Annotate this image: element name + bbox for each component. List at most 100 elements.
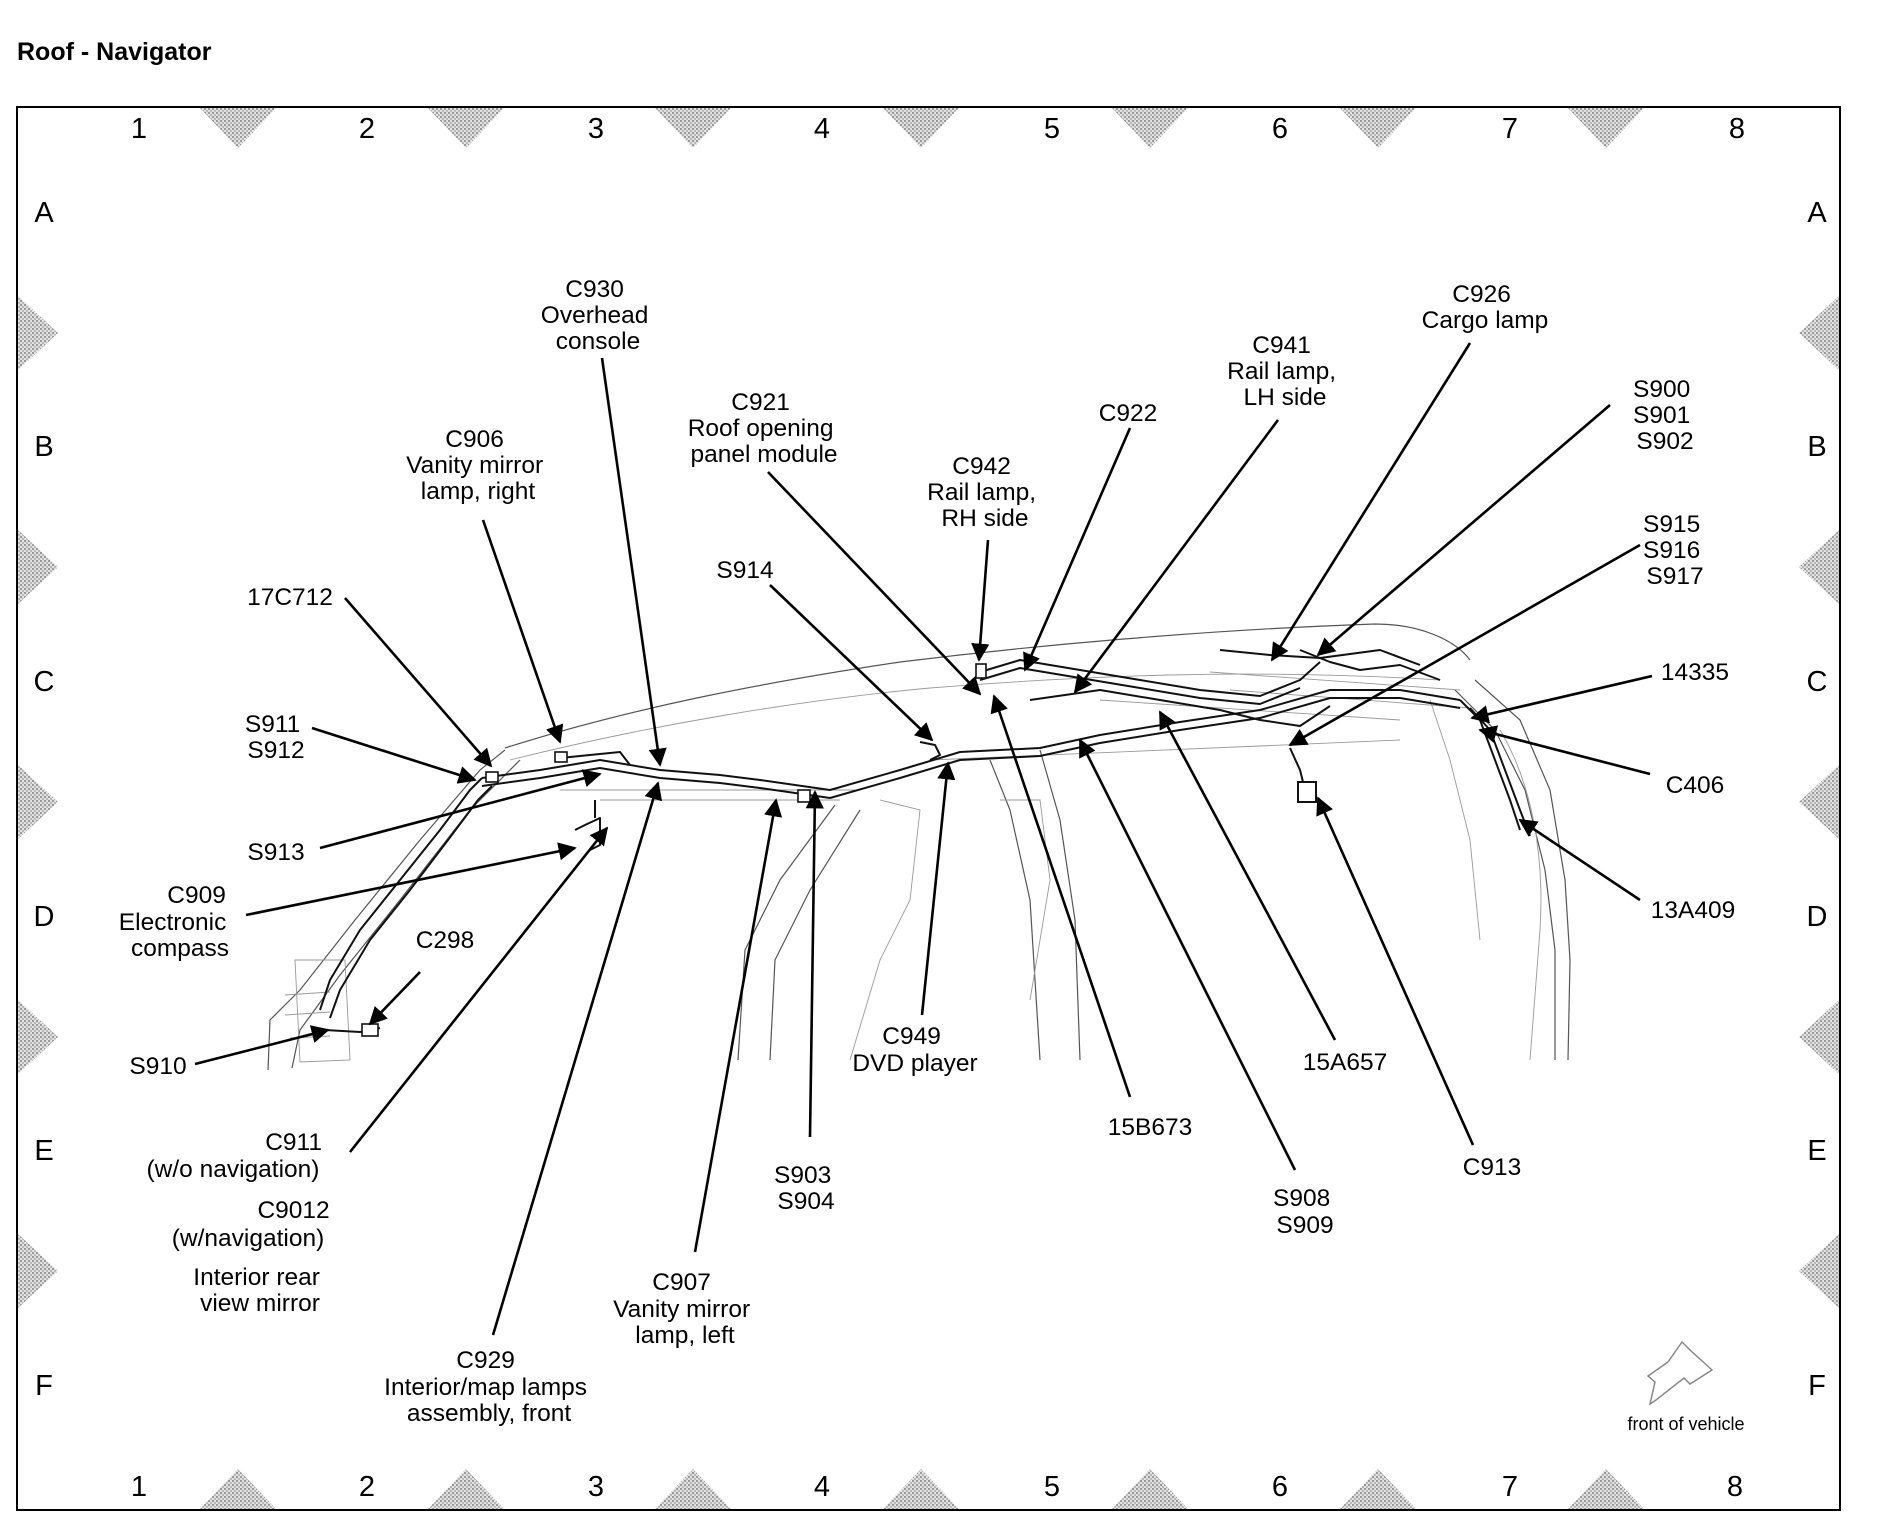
row-f-right: F bbox=[1808, 1370, 1826, 1402]
row-d-right: D bbox=[1807, 901, 1828, 933]
leader-s911 bbox=[311, 726, 477, 784]
label-c930: C930 Overhead console bbox=[541, 276, 655, 355]
column-labels-bottom: 1 2 3 4 5 6 7 8 bbox=[131, 1471, 1743, 1503]
diagram-frame bbox=[16, 106, 1841, 1511]
leader-c909 bbox=[245, 842, 577, 917]
leader-s913 bbox=[319, 769, 602, 850]
col-7-bottom: 7 bbox=[1502, 1471, 1518, 1503]
label-14335: 14335 bbox=[1661, 659, 1729, 686]
leader-s914 bbox=[769, 584, 934, 742]
col-4-bottom: 4 bbox=[814, 1471, 830, 1503]
leader-s900 bbox=[1316, 404, 1611, 657]
label-s911: S911 S912 bbox=[245, 711, 307, 764]
label-17c712: 17C712 bbox=[247, 584, 333, 611]
row-a-right: A bbox=[1807, 197, 1827, 229]
leader-c298 bbox=[368, 971, 421, 1026]
row-e-right: E bbox=[1807, 1135, 1826, 1167]
col-8-bottom: 8 bbox=[1727, 1471, 1743, 1503]
label-13a409: 13A409 bbox=[1651, 897, 1735, 924]
leader-c906 bbox=[481, 519, 564, 744]
label-c911: C911 (w/o navigation) bbox=[147, 1129, 329, 1183]
row-b-left: B bbox=[34, 431, 53, 463]
leader-c921 bbox=[767, 471, 982, 696]
label-c926: C926 Cargo lamp bbox=[1422, 281, 1549, 334]
front-of-vehicle-indicator: front of vehicle bbox=[1627, 1340, 1745, 1434]
leader-c941 bbox=[1073, 419, 1280, 694]
label-c913: C913 bbox=[1463, 1154, 1522, 1181]
page-title: Roof - Navigator bbox=[17, 38, 212, 66]
leader-c949 bbox=[920, 761, 956, 1016]
vehicle-roof-body bbox=[267, 623, 1571, 1071]
col-1-top: 1 bbox=[131, 113, 147, 145]
col-2-top: 2 bbox=[359, 113, 375, 145]
label-c929: C929 Interior/map lamps assembly, front bbox=[384, 1347, 594, 1427]
leader-s915 bbox=[1288, 543, 1641, 747]
col-2-bottom: 2 bbox=[359, 1471, 375, 1503]
leader-c942 bbox=[971, 539, 990, 662]
label-c941: C941 Rail lamp, LH side bbox=[1227, 332, 1343, 411]
label-c942: C942 Rail lamp, RH side bbox=[927, 453, 1043, 532]
row-labels-right: A B C D E F bbox=[1807, 197, 1828, 1402]
leader-c911 bbox=[348, 826, 609, 1153]
col-7-top: 7 bbox=[1502, 113, 1518, 145]
leader-c926 bbox=[1270, 342, 1472, 662]
leader-c922 bbox=[1023, 427, 1132, 672]
label-15b673: 15B673 bbox=[1108, 1114, 1192, 1141]
row-b-right: B bbox=[1807, 431, 1826, 463]
label-interior-rear-view-mirror: Interior rear view mirror bbox=[193, 1264, 326, 1317]
leader-c406 bbox=[1478, 725, 1651, 776]
leader-17c712 bbox=[344, 597, 493, 768]
col-6-bottom: 6 bbox=[1272, 1471, 1288, 1503]
row-labels-left: A B C D E F bbox=[34, 197, 55, 1402]
label-s908: S908 S909 bbox=[1273, 1185, 1337, 1239]
leader-s910 bbox=[194, 1025, 330, 1066]
leader-c929 bbox=[491, 781, 663, 1336]
label-c922: C922 bbox=[1099, 400, 1158, 427]
row-c-right: C bbox=[1807, 666, 1828, 698]
label-c298: C298 bbox=[416, 927, 475, 954]
front-direction-arrow-icon bbox=[1646, 1340, 1714, 1406]
label-s915: S915 S916 S917 bbox=[1643, 511, 1707, 590]
grid-markers bbox=[18, 108, 1839, 1509]
col-3-top: 3 bbox=[588, 113, 604, 145]
leader-c913 bbox=[1316, 796, 1475, 1146]
label-15a657: 15A657 bbox=[1303, 1049, 1387, 1076]
label-s914: S914 bbox=[716, 557, 773, 584]
callout-labels: C930 Overhead console C926 Cargo lamp C9… bbox=[119, 276, 1735, 1427]
label-c921: C921 Roof opening panel module bbox=[688, 389, 841, 468]
row-c-left: C bbox=[34, 666, 55, 698]
label-c907: C907 Vanity mirror lamp, left bbox=[613, 1269, 757, 1349]
leader-c930 bbox=[600, 357, 667, 767]
label-c909: C909 Electronic compass bbox=[119, 882, 233, 962]
label-c406: C406 bbox=[1666, 772, 1725, 799]
column-labels-top: 1 2 3 4 5 6 7 8 bbox=[131, 113, 1745, 145]
leader-s903 bbox=[805, 790, 824, 1138]
label-s900: S900 S901 S902 bbox=[1633, 376, 1697, 455]
row-f-left: F bbox=[35, 1370, 53, 1402]
label-c949: C949 DVD player bbox=[852, 1023, 977, 1077]
col-5-bottom: 5 bbox=[1044, 1471, 1060, 1503]
leader-s908 bbox=[1078, 738, 1297, 1171]
col-6-top: 6 bbox=[1272, 113, 1288, 145]
leader-13a409 bbox=[1518, 818, 1641, 902]
label-c9012: C9012 (w/navigation) bbox=[172, 1197, 337, 1252]
col-8-top: 8 bbox=[1729, 113, 1745, 145]
leader-lines bbox=[194, 342, 1653, 1336]
row-a-left: A bbox=[34, 197, 54, 229]
label-s910: S910 bbox=[129, 1053, 186, 1080]
leader-c907 bbox=[693, 798, 783, 1253]
front-of-vehicle-label: front of vehicle bbox=[1627, 1414, 1744, 1434]
row-e-left: E bbox=[34, 1135, 53, 1167]
label-s913: S913 bbox=[247, 839, 304, 866]
col-1-bottom: 1 bbox=[131, 1471, 147, 1503]
leader-14335 bbox=[1470, 674, 1653, 724]
col-5-top: 5 bbox=[1044, 113, 1060, 145]
label-c906: C906 Vanity mirror lamp, right bbox=[406, 426, 550, 505]
label-s903: S903 S904 bbox=[774, 1162, 838, 1215]
row-d-left: D bbox=[34, 901, 55, 933]
col-4-top: 4 bbox=[814, 113, 830, 145]
leader-15a657 bbox=[1158, 710, 1337, 1041]
leader-15b673 bbox=[990, 694, 1132, 1098]
col-3-bottom: 3 bbox=[588, 1471, 604, 1503]
